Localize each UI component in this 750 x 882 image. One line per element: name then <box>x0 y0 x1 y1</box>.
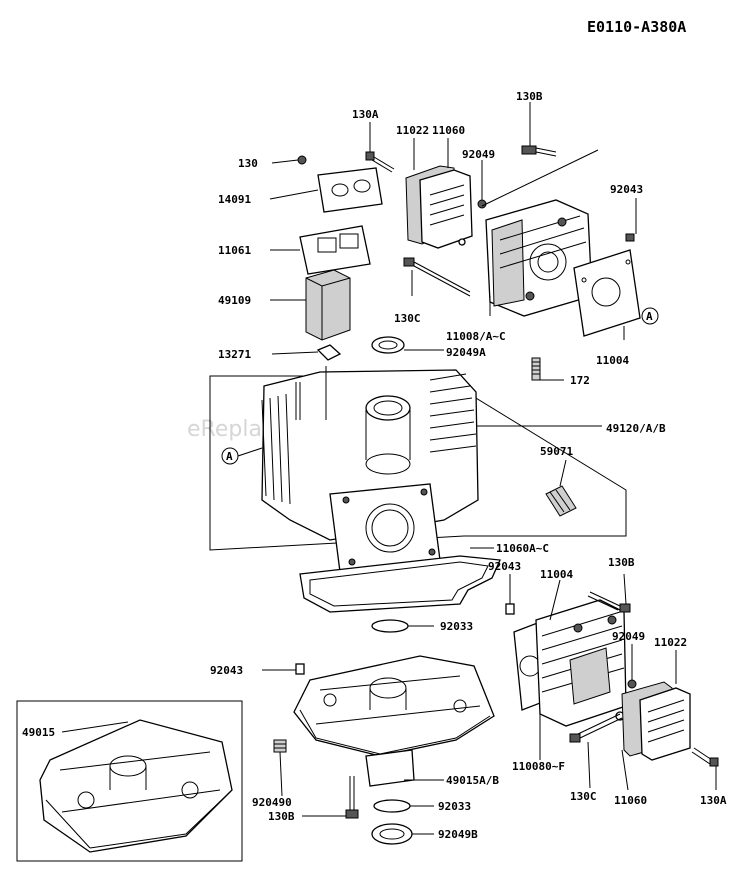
label-130c-bottom: 130C <box>570 790 597 803</box>
callout-a-right-text: A <box>646 310 653 323</box>
label-110080: 110080~F <box>512 760 565 773</box>
pin-92043-left <box>295 663 305 675</box>
cylinder-head-11008 <box>485 199 593 317</box>
bolt-130b-top <box>521 145 557 157</box>
ring-92049a <box>371 336 405 354</box>
label-11022-top: 11022 <box>396 124 429 137</box>
seal-92049b <box>371 823 413 845</box>
label-11004-top: 11004 <box>596 354 629 367</box>
label-130: 130 <box>238 157 258 170</box>
washer-92049-mid <box>627 679 637 689</box>
bolt-130a-bottom <box>691 747 719 767</box>
label-92043-mid: 92043 <box>488 560 521 573</box>
gasket-14091 <box>317 167 383 213</box>
bolt-130b-mid <box>587 591 631 613</box>
label-92043-left: 92043 <box>210 664 243 677</box>
label-92033-top: 92033 <box>440 620 473 633</box>
leader-lines <box>61 102 717 835</box>
label-92049b: 92049B <box>438 828 478 841</box>
label-11060-bottom: 11060 <box>614 794 647 807</box>
label-13271: 13271 <box>218 348 251 361</box>
label-49015ab: 49015A/B <box>446 774 499 787</box>
label-11008: 11008/A~C <box>446 330 506 343</box>
label-92049-mid: 92049 <box>612 630 645 643</box>
label-11060-top: 11060 <box>432 124 465 137</box>
oring-92033-top <box>371 619 409 633</box>
crankcase-49120 <box>261 366 479 573</box>
bolt-130b-bottom <box>345 776 359 819</box>
label-130a-top: 130A <box>352 108 379 121</box>
washer-92049-top <box>477 199 487 209</box>
label-130b-mid: 130B <box>608 556 635 569</box>
callout-a-left-text: A <box>226 450 233 463</box>
gasket-11060a <box>299 555 501 613</box>
label-49120: 49120/A/B <box>606 422 666 435</box>
label-130b-top: 130B <box>516 90 543 103</box>
callout-a-right <box>641 307 659 325</box>
label-920490: 920490 <box>252 796 292 809</box>
breather-59071 <box>545 485 577 517</box>
label-92043-right: 92043 <box>610 183 643 196</box>
label-92049-top: 92049 <box>462 148 495 161</box>
label-11060a: 11060A~C <box>496 542 549 555</box>
label-49015: 49015 <box>22 726 55 739</box>
bolt-130c-top <box>403 257 471 297</box>
label-49109: 49109 <box>218 294 251 307</box>
label-92049a: 92049A <box>446 346 486 359</box>
label-14091: 14091 <box>218 193 251 206</box>
label-172: 172 <box>570 374 590 387</box>
oring-92033-bottom <box>373 799 411 813</box>
plate-11061 <box>299 225 371 275</box>
pin-92043-right <box>625 233 635 242</box>
label-59071: 59071 <box>540 445 573 458</box>
label-11061: 11061 <box>218 244 251 257</box>
label-130c-top: 130C <box>394 312 421 325</box>
diagram-code: E0110-A380A <box>587 18 686 36</box>
label-11022-mid: 11022 <box>654 636 687 649</box>
head-cover-11022-mid <box>621 681 691 761</box>
pin-92043-mid <box>505 603 515 615</box>
cylinder-head-110080 <box>535 599 627 727</box>
label-11004-mid: 11004 <box>540 568 573 581</box>
head-gasket-11004-top <box>573 249 641 337</box>
plug-920490 <box>273 739 287 753</box>
oil-pan-49015 <box>39 719 233 853</box>
head-cover-11060-top <box>405 165 473 249</box>
bolt-130c-bottom <box>569 713 623 743</box>
bolt-130 <box>297 155 307 165</box>
label-130b-bottom: 130B <box>268 810 295 823</box>
stud-172 <box>531 357 541 381</box>
oil-pan-49015ab <box>293 655 495 787</box>
label-92033-bottom: 92033 <box>438 800 471 813</box>
filter-49109 <box>305 269 351 341</box>
gasket-13271 <box>316 344 342 361</box>
label-130a-bottom: 130A <box>700 794 727 807</box>
inset-box <box>16 700 243 862</box>
